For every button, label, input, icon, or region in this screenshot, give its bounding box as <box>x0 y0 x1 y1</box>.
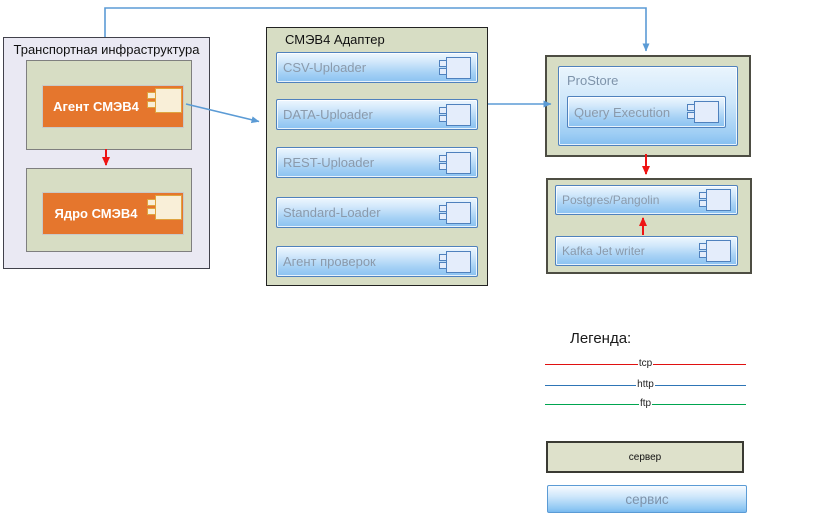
component-query-execution: Query Execution <box>567 96 726 128</box>
component-rest-uploader: REST-Uploader <box>276 147 478 178</box>
uml-component-icon <box>687 101 719 123</box>
agent-smev4-frame: Агент СМЭВ4 <box>26 60 192 150</box>
uml-component-icon <box>147 88 182 114</box>
component-label: Postgres/Pangolin <box>562 193 660 207</box>
adapter-group-title: СМЭВ4 Адаптер <box>285 32 385 47</box>
icon-body <box>694 101 719 123</box>
uml-component-icon <box>439 56 471 79</box>
legend-line-tcp <box>653 363 746 365</box>
legend-line-tcp <box>545 363 638 365</box>
icon-body <box>446 56 471 79</box>
component-label: Standard-Loader <box>283 205 381 220</box>
icon-body <box>446 103 471 126</box>
component-core-smev4: Ядро СМЭВ4 <box>42 192 184 235</box>
uml-component-icon <box>439 201 471 224</box>
storage-group: Postgres/Pangolin Kafka Jet writer <box>546 178 752 274</box>
component-checks-agent: Агент проверок <box>276 246 478 277</box>
component-label: Ядро СМЭВ4 <box>54 206 138 221</box>
legend-label: http <box>637 379 654 390</box>
icon-body <box>446 151 471 174</box>
component-label: Query Execution <box>574 104 671 120</box>
icon-body <box>446 250 471 273</box>
transport-infrastructure-group: Транспортная инфраструктура Агент СМЭВ4 … <box>3 37 210 269</box>
legend-line-http <box>545 384 637 386</box>
uml-component-icon <box>439 103 471 126</box>
component-kafka-jet-writer: Kafka Jet writer <box>555 236 738 266</box>
component-data-uploader: DATA-Uploader <box>276 99 478 130</box>
component-csv-uploader: CSV-Uploader <box>276 52 478 83</box>
icon-body <box>155 195 182 220</box>
icon-body <box>446 201 471 224</box>
component-label: REST-Uploader <box>283 155 375 170</box>
component-standard-loader: Standard-Loader <box>276 197 478 228</box>
icon-body <box>155 88 182 113</box>
legend-item-ftp: ftp <box>545 397 746 411</box>
legend-label: tcp <box>638 358 653 369</box>
legend-service-sample: сервис <box>547 485 747 513</box>
legend-server-sample: сервер <box>546 441 744 473</box>
legend-line-ftp <box>545 403 639 405</box>
component-label: DATA-Uploader <box>283 107 373 122</box>
component-label: Агент СМЭВ4 <box>53 99 139 114</box>
prostore-title: ProStore <box>567 73 619 88</box>
prostore-group: ProStore Query Execution <box>545 55 751 157</box>
transport-group-title: Транспортная инфраструктура <box>13 42 200 57</box>
legend-line-ftp <box>652 403 746 405</box>
legend-service-label: сервис <box>625 491 669 507</box>
uml-component-icon <box>439 250 471 273</box>
legend-label: ftp <box>639 398 652 409</box>
legend-item-tcp: tcp <box>545 357 746 371</box>
component-label: Агент проверок <box>283 254 376 269</box>
component-agent-smev4: Агент СМЭВ4 <box>42 85 184 128</box>
uml-component-icon <box>147 195 182 221</box>
legend-server-label: сервер <box>628 451 662 463</box>
icon-body <box>706 240 731 262</box>
component-label: Kafka Jet writer <box>562 244 645 258</box>
legend-line-http <box>654 384 746 386</box>
uml-component-icon <box>699 240 731 262</box>
legend-item-http: http <box>545 378 746 392</box>
component-label: CSV-Uploader <box>283 60 367 75</box>
uml-component-icon <box>699 189 731 211</box>
core-smev4-frame: Ядро СМЭВ4 <box>26 168 192 252</box>
icon-body <box>706 189 731 211</box>
uml-component-icon <box>439 151 471 174</box>
legend-title: Легенда: <box>570 330 632 347</box>
smev4-adapter-group: СМЭВ4 Адаптер CSV-Uploader DATA-Uploader… <box>266 27 488 286</box>
prostore-container: ProStore Query Execution <box>558 66 738 146</box>
component-postgres-pangolin: Postgres/Pangolin <box>555 185 738 215</box>
